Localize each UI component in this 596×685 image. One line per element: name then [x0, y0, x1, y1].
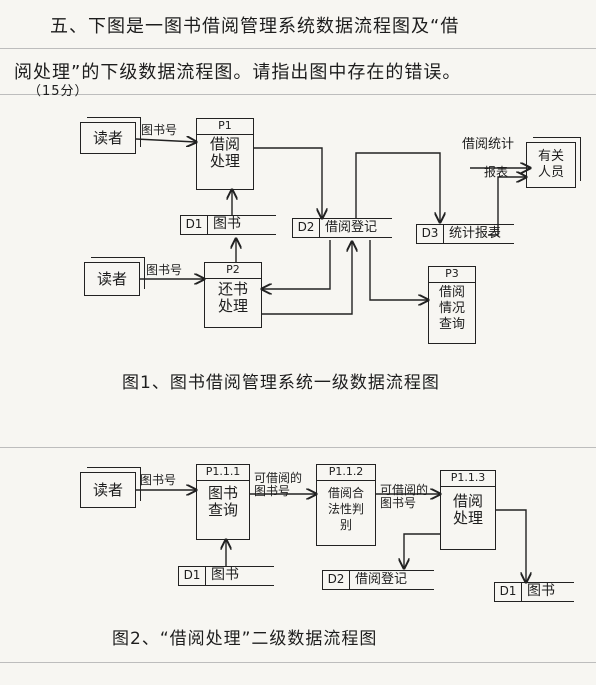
figure1-caption: 图1、图书借阅管理系统一级数据流程图	[122, 373, 440, 393]
store-fig2-d1-books-right: D1 图书	[494, 582, 574, 602]
ruled-line	[0, 447, 596, 448]
process-p111: P1.1.1 图书 查询	[196, 464, 250, 540]
process-p3: P3 借阅 情况 查询	[428, 266, 476, 344]
flow-label-borrow-stats: 借阅统计	[462, 137, 515, 152]
question-line-2: 阅处理”的下级数据流程图。请指出图中存在的错误。	[14, 62, 462, 83]
store-d3-stat-report: D3 统计报表	[416, 224, 514, 244]
entity-reader-fig2: 读者	[80, 467, 141, 508]
flow-label-book-no-bottom: 图书号	[146, 263, 183, 277]
flow-label-borrowable-book-no: 可借阅的 图书号	[254, 471, 303, 498]
process-p112: P1.1.2 借阅合 法性判 别	[316, 464, 376, 546]
store-d2-borrow-register: D2 借阅登记	[292, 218, 392, 238]
figure2-caption: 图2、“借阅处理”二级数据流程图	[112, 629, 378, 649]
ruled-line	[0, 94, 596, 95]
question-score: （15分）	[28, 84, 89, 99]
process-p1: P1 借阅 处理	[196, 118, 254, 190]
entity-reader-top: 读者	[80, 117, 141, 154]
ruled-line	[0, 662, 596, 663]
ruled-line	[0, 48, 596, 49]
flow-label-to-borrow-book-no: 可借阅的 图书号	[380, 483, 429, 510]
store-fig2-d1-books: D1 图书	[178, 566, 274, 586]
store-fig2-d2-borrow-register: D2 借阅登记	[322, 570, 434, 590]
question-line-1: 五、下图是一图书借阅管理系统数据流程图及“借	[50, 16, 460, 37]
process-p2: P2 还书 处理	[204, 262, 262, 328]
process-p113: P1.1.3 借阅 处理	[440, 470, 496, 550]
store-d1-books: D1 图书	[180, 215, 276, 235]
flow-label-report: 报表	[484, 165, 509, 179]
entity-related-staff: 有关 人员	[526, 137, 581, 188]
flow-label-book-no-top: 图书号	[141, 123, 178, 137]
flow-label-fig2-book-no: 图书号	[140, 473, 177, 487]
entity-reader-bottom: 读者	[84, 257, 145, 296]
